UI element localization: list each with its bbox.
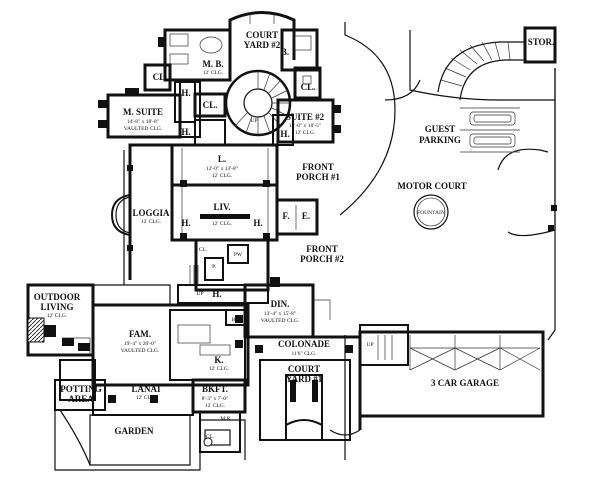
guest-parking-label: GUEST — [425, 124, 456, 134]
hall-label-3: H. — [280, 129, 289, 139]
up-label-1: UP — [250, 118, 257, 124]
living-label: LIV. — [213, 202, 230, 212]
dining-clg: VAULTED CLG. — [261, 318, 300, 324]
living-dim: 15'-6" x 13'-4" — [206, 214, 238, 220]
master-suite-dim: 14'-8" x 18'-8" — [127, 119, 159, 125]
garden-label: GARDEN — [114, 426, 154, 436]
court-yard-1-label: COURT — [288, 364, 320, 374]
hall-label-2: H. — [181, 127, 190, 137]
suite-2-dim: 12'-0" x 18'-5" — [289, 123, 321, 129]
hall-label-4: H. — [181, 218, 190, 228]
master-suite-label: M. SUITE — [123, 107, 163, 117]
lanai-clg: 12' CLG. — [136, 395, 157, 401]
room-labels: COURT YARD #2 M. B. 12' CLG. B. CL. CL. … — [34, 30, 555, 440]
colonade-label: COLONADE — [278, 339, 330, 349]
breakfast-label: BKFT. — [202, 384, 228, 394]
hall-label-6: H. — [212, 289, 221, 299]
court-yard-2-label: COURT — [246, 30, 278, 40]
foyer-label: F. — [283, 211, 290, 221]
curved-parking-stalls — [437, 41, 525, 101]
master-suite-clg: VAULTED CLG. — [124, 126, 163, 132]
bath-b-label: B. — [281, 47, 289, 57]
front-porch-2-label: FRONT — [306, 244, 338, 254]
closet-label-2: CL. — [203, 100, 218, 110]
l-room-clg: 12' CLG. — [212, 173, 233, 179]
powder-label: PW — [234, 252, 243, 258]
kitchen-clg: 12' CLG. — [209, 366, 230, 372]
family-clg: VAULTED CLG. — [121, 348, 160, 354]
outdoor-living-label: OUTDOOR — [34, 292, 81, 302]
court-yard-1-label-2: YARD #1 — [286, 374, 323, 384]
hall-label-5: H. — [253, 218, 262, 228]
entry-label: E. — [302, 211, 310, 221]
l-room-label: L. — [218, 154, 226, 164]
up-label-2: UP — [196, 291, 203, 297]
suite-2-label: SUITE #2 — [286, 112, 325, 122]
pantry-label: P. — [212, 264, 216, 270]
closet-label-4: CL. — [199, 247, 208, 253]
breakfast-dim: 8'-3" x 7'-0" — [202, 396, 229, 402]
living-clg: 12' CLG. — [212, 221, 233, 227]
closet-label-5: CL. — [206, 434, 215, 440]
spiral-staircase — [224, 69, 292, 137]
motor-court-site — [339, 22, 557, 418]
lanai-label: LANAI — [131, 384, 161, 394]
mud-room-label: M.R. — [220, 416, 232, 422]
central-spine — [170, 143, 319, 304]
potting-area-label: POTTING — [60, 384, 102, 394]
dining-dim: 13'-4" x 15'-8" — [264, 311, 296, 317]
suite-2-clg: 12' CLG. — [295, 130, 316, 136]
family-label: FAM. — [129, 329, 151, 339]
loggia-label: LOGGIA — [132, 208, 170, 218]
loggia-clg: 12' CLG. — [141, 219, 162, 225]
outdoor-living-label-2: LIVING — [40, 302, 73, 312]
storage-label: STOR. — [528, 37, 555, 47]
potting-area-label-2: AREA — [68, 394, 94, 404]
front-porch-1-label: FRONT — [302, 162, 334, 172]
rear-wing — [54, 359, 247, 471]
closet-label-3: CL. — [301, 82, 316, 92]
loggia-area — [110, 143, 172, 285]
breakfast-clg: 12' CLG. — [205, 403, 226, 409]
front-porch-2-label-2: PORCH #2 — [300, 254, 344, 264]
fountain-label: FOUNTAIN — [417, 210, 445, 216]
garage-label: 3 CAR GARAGE — [431, 378, 499, 388]
storage-room — [523, 26, 557, 64]
motor-court-label: MOTOR COURT — [397, 181, 466, 191]
colonade-clg: 11'6" CLG. — [291, 351, 317, 357]
family-dim: 19'-4" x 20'-0" — [124, 341, 156, 347]
front-porch-1-label-2: PORCH #1 — [296, 172, 340, 182]
three-car-garage — [358, 330, 545, 418]
dining-label: DIN. — [271, 299, 290, 309]
guest-parking-label-2: PARKING — [419, 135, 461, 145]
butler-pantry-label: B.P. — [232, 317, 241, 323]
fountain — [413, 194, 449, 230]
colonade-courtyard — [250, 335, 362, 460]
master-bath-label: M. B. — [202, 59, 223, 69]
outdoor-living-clg: 12' CLG. — [47, 313, 68, 319]
master-bath-clg: 12' CLG. — [203, 70, 224, 76]
kitchen-label: K. — [214, 355, 223, 365]
up-label-3: UP — [366, 342, 373, 348]
guest-parking-stalls — [460, 107, 520, 153]
hall-label-1: H. — [181, 88, 190, 98]
closet-label-1: CL. — [153, 72, 168, 82]
court-yard-2-label-2: YARD #2 — [244, 40, 281, 50]
l-room-dim: 12'-0" x 13'-8" — [206, 166, 238, 172]
